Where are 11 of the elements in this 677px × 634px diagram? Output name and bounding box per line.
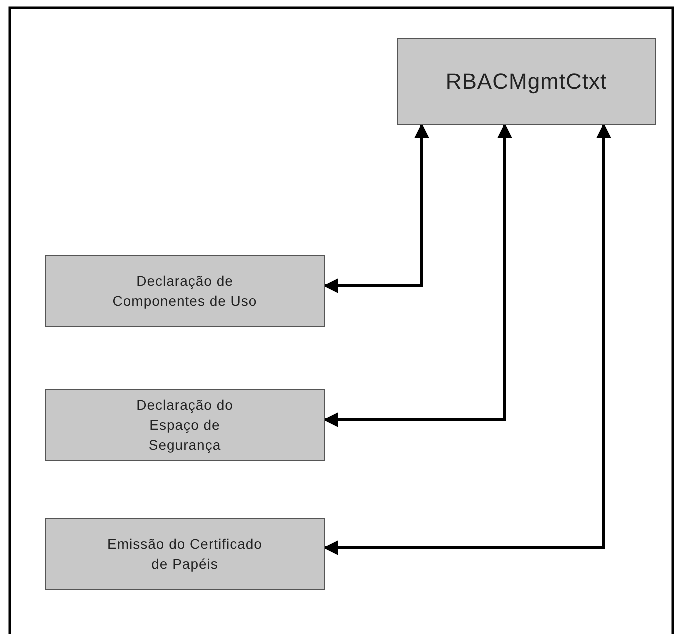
double-arrow — [324, 124, 612, 556]
box-label: Declaração de Componentes de Uso — [112, 272, 258, 311]
process-box — [45, 255, 325, 327]
context-box — [397, 38, 656, 125]
process-box — [45, 389, 325, 461]
box-label: Declaração do Espaço de Segurança — [136, 396, 234, 456]
box-label: Emissão do Certificado de Papéis — [106, 534, 264, 574]
process-box — [45, 518, 325, 590]
double-arrow — [324, 124, 512, 428]
box-label: RBACMgmtCtxt — [446, 68, 608, 96]
double-arrow — [324, 124, 430, 294]
